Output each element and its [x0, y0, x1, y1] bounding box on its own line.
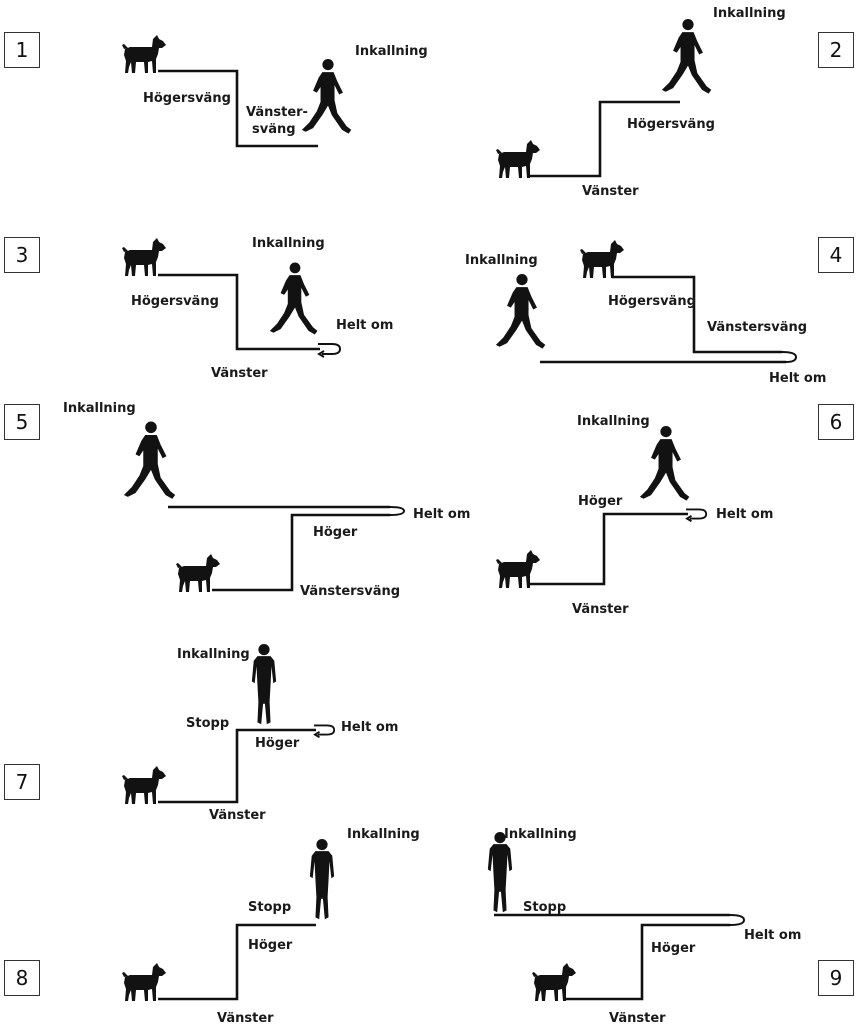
label-vanster: Vänster — [211, 366, 268, 381]
standing-person-icon — [309, 839, 335, 920]
walking-person-icon — [495, 274, 546, 349]
label-stopp: Stopp — [523, 900, 566, 915]
label-inkallning: Inkallning — [347, 827, 420, 842]
dog-icon — [122, 766, 166, 804]
dog-icon — [122, 35, 166, 73]
label-inkallning: Inkallning — [252, 236, 325, 251]
label-hogersvang: Högersväng — [608, 294, 696, 309]
label-vanstersvang: Vänstersväng — [300, 584, 400, 599]
label-inkallning: Inkallning — [63, 401, 136, 416]
diagram-number-1: 1 — [4, 32, 40, 68]
label-hoger: Höger — [578, 494, 623, 509]
diagram-number-4: 4 — [818, 237, 854, 273]
turnaround-arrow-icon — [317, 343, 341, 358]
label-hogersvang: Högersväng — [131, 294, 219, 309]
standing-person-icon — [251, 644, 277, 725]
diagram-number-8: 8 — [4, 960, 40, 996]
label-vanster: Vänster — [209, 808, 266, 823]
walking-person-icon — [661, 19, 712, 94]
diagram-number-6: 6 — [818, 404, 854, 440]
label-helt-om: Helt om — [336, 318, 393, 333]
label-inkallning: Inkallning — [577, 414, 650, 429]
diagram-number-7: 7 — [4, 764, 40, 800]
walking-person-icon — [301, 59, 352, 134]
label-inkallning: Inkallning — [177, 647, 250, 662]
dog-icon — [532, 963, 576, 1001]
label-vanster: Vänster — [572, 602, 629, 617]
label-stopp: Stopp — [186, 716, 229, 731]
diagram-8: Inkallning Stopp Höger Vänster — [122, 827, 420, 1026]
turnaround-arrow-icon — [313, 724, 336, 739]
label-helt-om: Helt om — [413, 507, 470, 522]
label-inkallning: Inkallning — [713, 6, 786, 21]
label-helt-om: Helt om — [341, 720, 398, 735]
label-vanster: Vänster — [582, 184, 639, 199]
dog-icon — [496, 550, 540, 588]
diagram-number-9: 9 — [818, 960, 854, 996]
diagram-4: Inkallning Högersväng Vänstersväng Helt … — [465, 240, 826, 386]
label-vanster: Vänster — [217, 1011, 274, 1026]
label-vanstersvang: Vänstersväng — [707, 320, 807, 335]
dog-icon — [122, 963, 166, 1001]
label-helt-om: Helt om — [744, 928, 801, 943]
walking-person-icon — [123, 421, 176, 499]
diagram-5: Inkallning Helt om Höger Vänstersväng — [63, 401, 470, 599]
diagram-2: Inkallning Högersväng Vänster — [496, 6, 786, 199]
label-hoger: Höger — [651, 941, 696, 956]
dog-icon — [496, 140, 540, 178]
label-vanster: Vänster- — [246, 105, 308, 120]
label-helt-om: Helt om — [769, 371, 826, 386]
diagram-number-2: 2 — [818, 32, 854, 68]
walking-person-icon — [269, 262, 318, 335]
diagram-6: Inkallning Höger Helt om Vänster — [496, 414, 773, 617]
label-inkallning: Inkallning — [504, 827, 577, 842]
label-hogersvang: Högersväng — [143, 91, 231, 106]
walking-person-icon — [639, 426, 690, 501]
diagram-number-5: 5 — [4, 404, 40, 440]
diagram-9: Inkallning Stopp Helt om Höger Vänster — [487, 827, 801, 1026]
label-helt-om: Helt om — [716, 507, 773, 522]
standing-person-icon — [487, 832, 513, 913]
label-hoger: Höger — [313, 525, 358, 540]
label-inkallning: Inkallning — [355, 44, 428, 59]
label-svang: sväng — [252, 122, 296, 137]
diagram-1: Inkallning Högersväng Vänster- sväng — [122, 35, 428, 148]
dog-icon — [176, 554, 220, 592]
label-hogersvang: Högersväng — [627, 117, 715, 132]
dog-icon — [122, 238, 166, 276]
diagram-3: Inkallning Högersväng Helt om Vänster — [122, 236, 393, 381]
diagram-7: Inkallning Stopp Helt om Höger Vänster — [122, 644, 398, 823]
label-stopp: Stopp — [248, 900, 291, 915]
label-inkallning: Inkallning — [465, 253, 538, 268]
dog-icon — [580, 240, 624, 278]
label-hoger: Höger — [248, 938, 293, 953]
turnaround-arrow-icon — [685, 508, 708, 523]
label-vanster: Vänster — [609, 1011, 666, 1026]
label-hoger: Höger — [255, 736, 300, 751]
diagram-number-3: 3 — [4, 237, 40, 273]
